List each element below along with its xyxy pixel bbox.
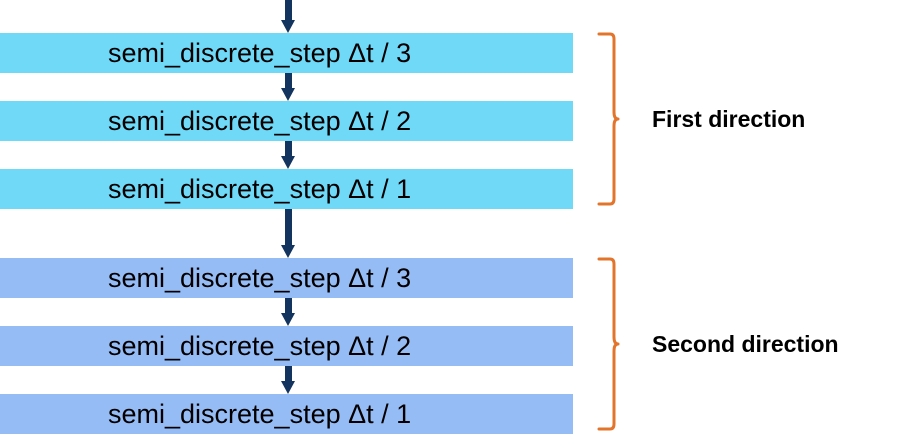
brace-first-direction <box>597 32 620 206</box>
step-label: semi_discrete_step Δt / 2 <box>108 105 412 136</box>
arrow-first-1-to-2 <box>281 73 295 101</box>
step-label: semi_discrete_step Δt / 3 <box>108 262 412 293</box>
arrow-first-to-second <box>281 209 295 258</box>
step-label: semi_discrete_step Δt / 1 <box>108 398 412 429</box>
brace-second-direction <box>597 257 620 431</box>
direction-label-second: Second direction <box>652 331 839 357</box>
arrow-into-first-step-1 <box>281 0 295 33</box>
arrow-second-2-to-3 <box>281 366 295 394</box>
direction-label-first: First direction <box>652 106 806 132</box>
step-label: semi_discrete_step Δt / 2 <box>108 330 412 361</box>
step-label: semi_discrete_step Δt / 1 <box>108 173 412 204</box>
arrow-second-1-to-2 <box>281 298 295 326</box>
step-bar-second-2[interactable]: semi_discrete_step Δt / 2 <box>0 326 573 366</box>
step-label: semi_discrete_step Δt / 3 <box>108 37 412 68</box>
step-bar-first-3[interactable]: semi_discrete_step Δt / 1 <box>0 169 573 209</box>
step-bar-second-1[interactable]: semi_discrete_step Δt / 3 <box>0 258 573 298</box>
arrow-first-2-to-3 <box>281 141 295 169</box>
step-bar-first-1[interactable]: semi_discrete_step Δt / 3 <box>0 33 573 73</box>
step-bar-first-2[interactable]: semi_discrete_step Δt / 2 <box>0 101 573 141</box>
step-bar-second-3[interactable]: semi_discrete_step Δt / 1 <box>0 394 573 434</box>
